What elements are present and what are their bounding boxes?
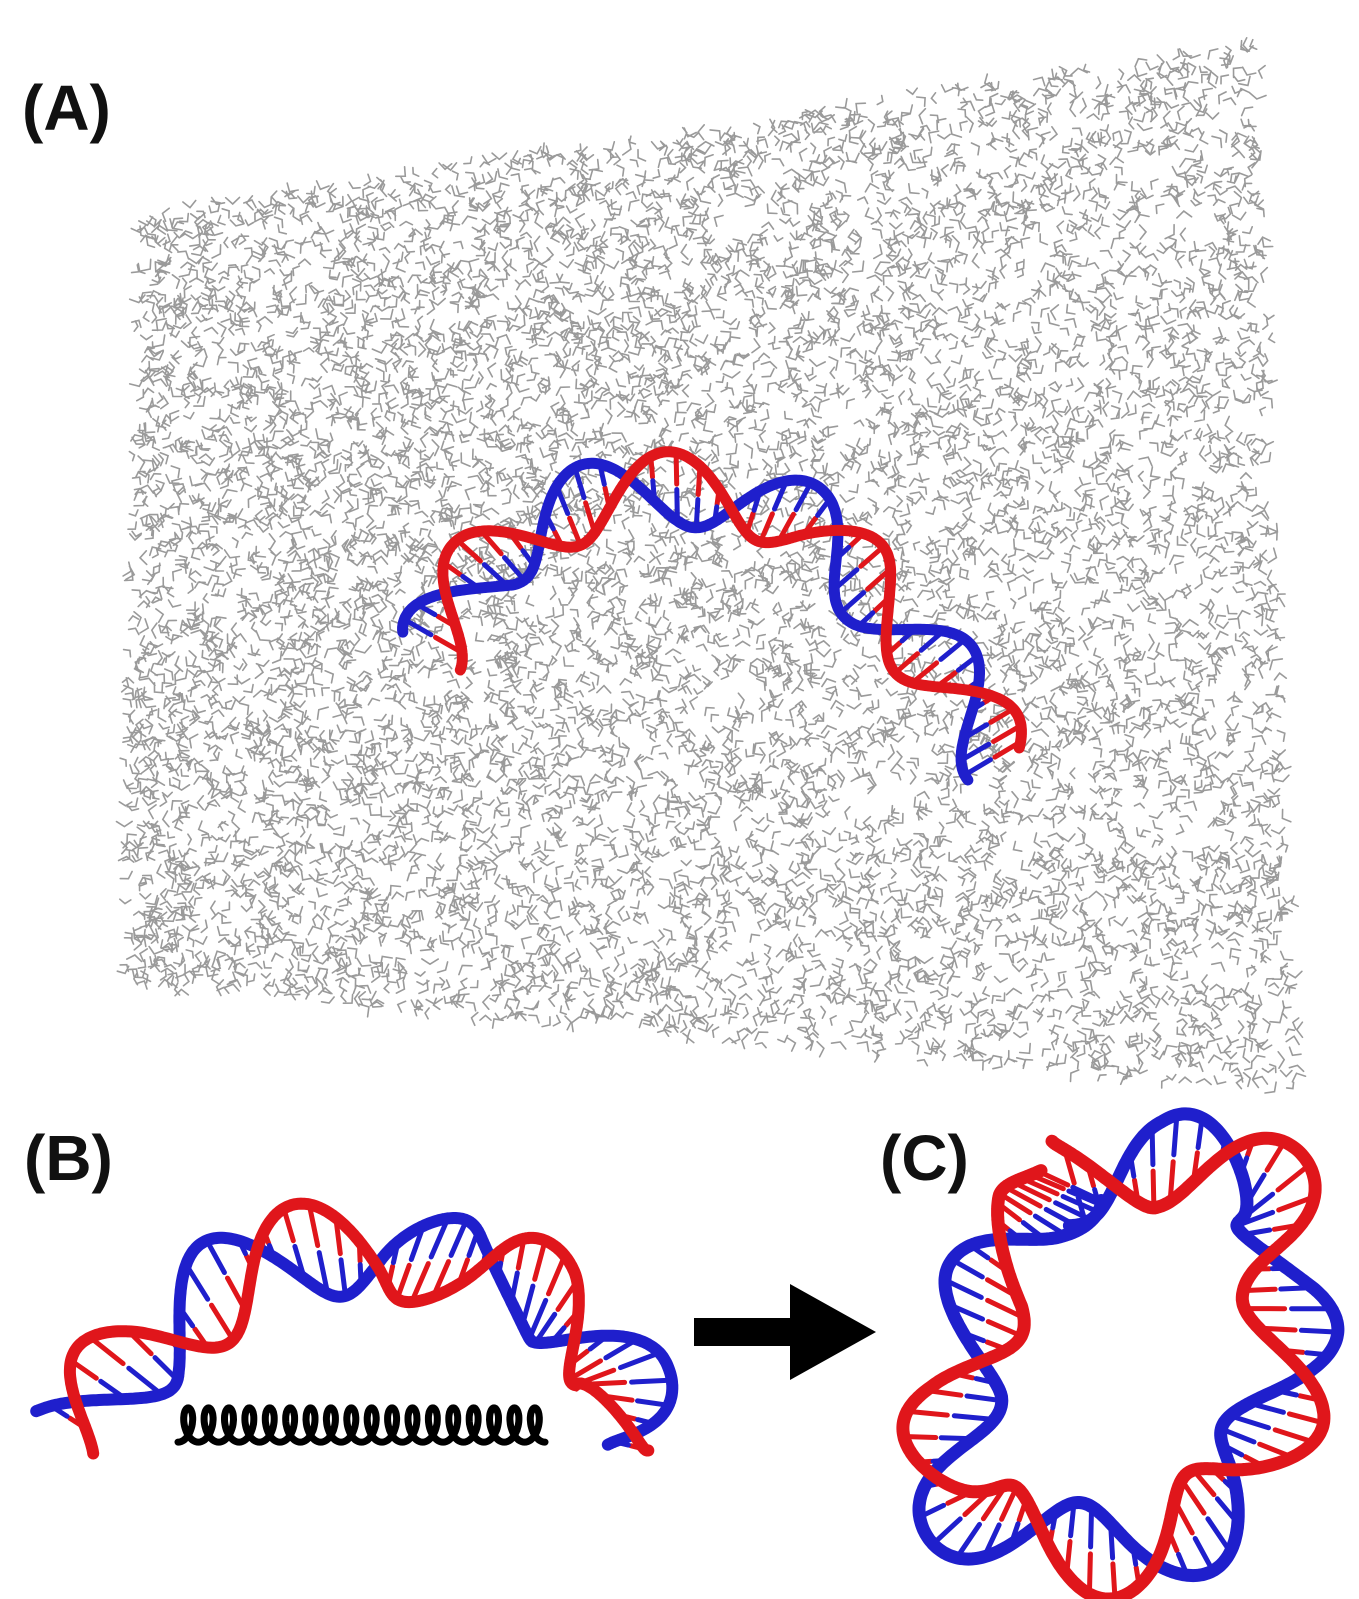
dna-helix-restrained: [30, 1197, 679, 1460]
panel-label-b: (B): [24, 1122, 113, 1194]
spring-icon: [174, 1404, 549, 1446]
dna-strand-red: [63, 1197, 655, 1460]
panel-label-a: (A): [22, 72, 111, 144]
dna-minicircle: [896, 1107, 1345, 1599]
dna-helix-solvated: [397, 446, 1027, 786]
dna-strand-blue: [397, 457, 985, 786]
dna-strand-red: [896, 1131, 1331, 1599]
dna-strand-red: [437, 446, 1027, 754]
base-pair-rungs: [401, 461, 993, 778]
water-solvent-box: [115, 37, 1307, 1094]
right-arrow-icon: [694, 1284, 876, 1380]
water-molecules: [115, 37, 1307, 1094]
panel-label-c: (C): [880, 1122, 969, 1194]
